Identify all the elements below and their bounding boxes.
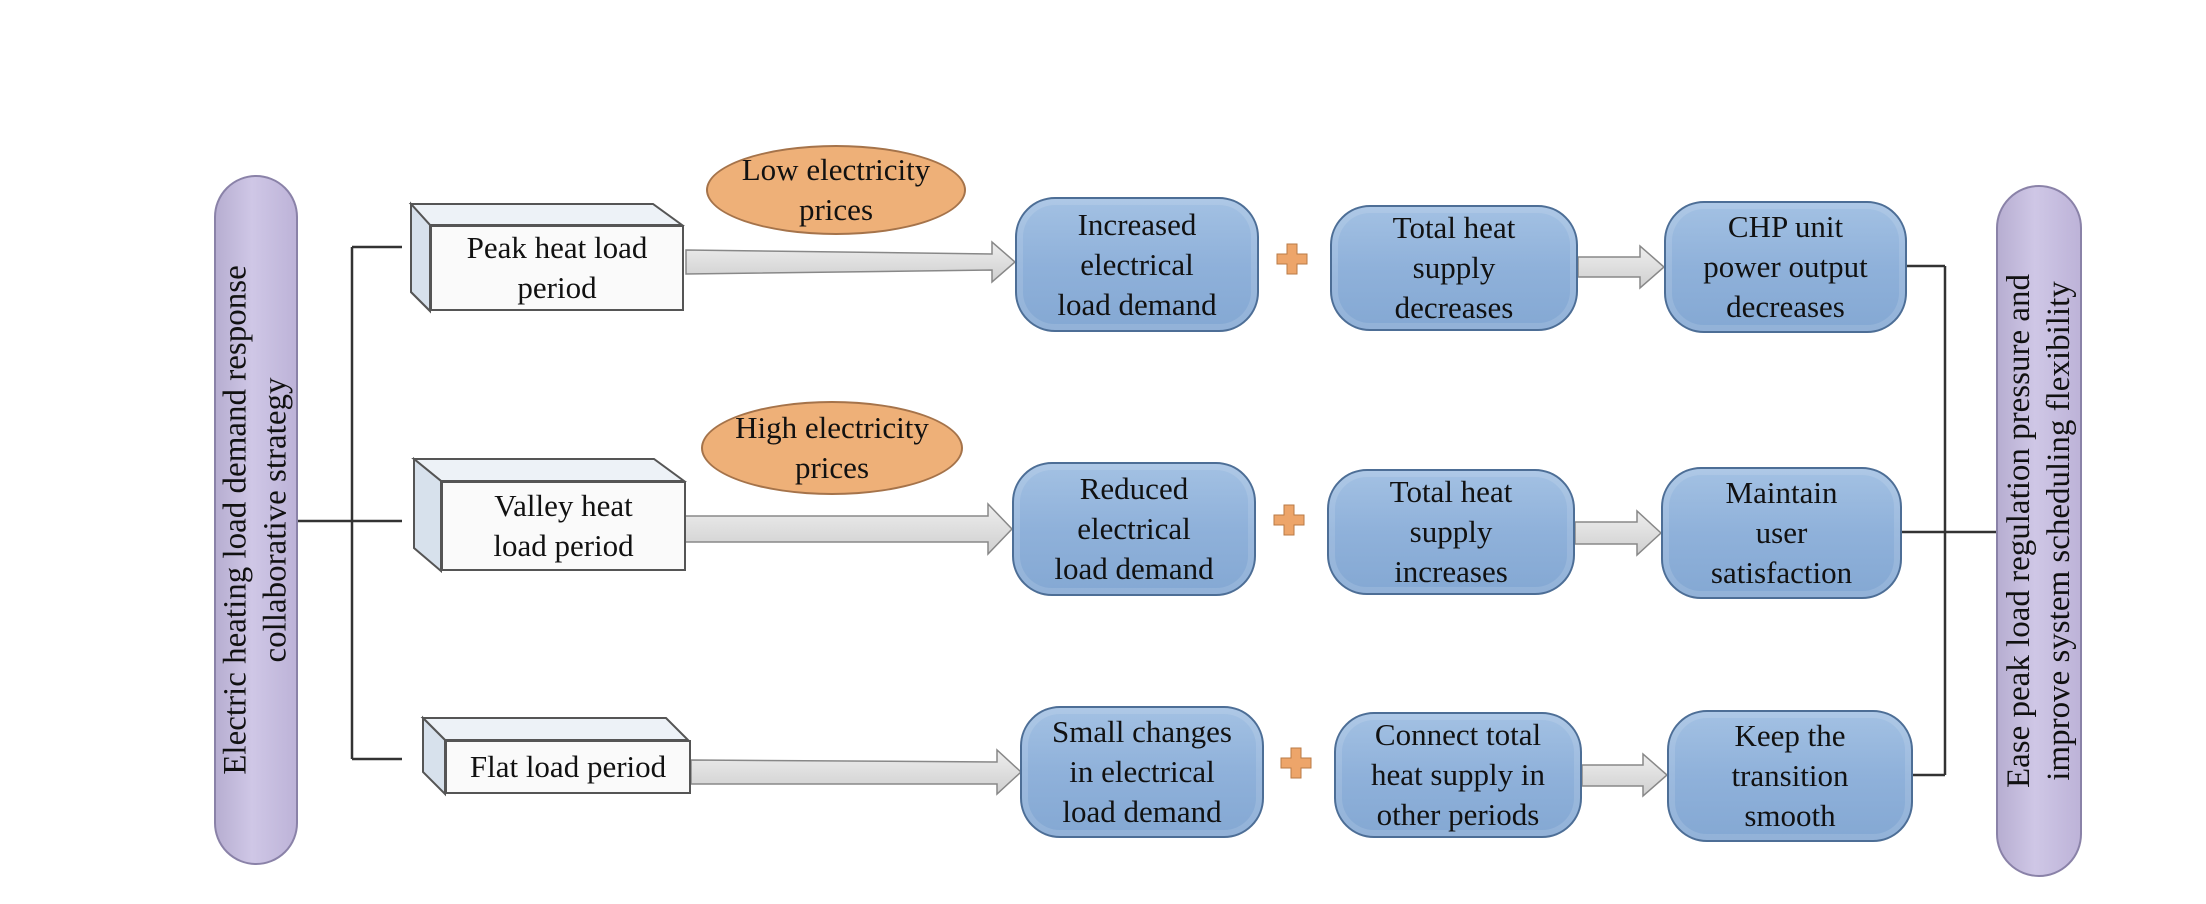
price-low-line-2: prices: [798, 192, 874, 227]
outcome-3-line-3: smooth: [1744, 798, 1836, 833]
demand-1-line-2: electrical: [1080, 246, 1194, 282]
supply-3-line-3: other periods: [1376, 797, 1540, 832]
demand-box-2: Reduced electrical load demand: [1012, 462, 1256, 596]
block-arrows: [684, 240, 1023, 796]
right-bracket: [1900, 264, 1996, 777]
outcome-1-line-2: power output: [1703, 249, 1868, 284]
supply-3-line-1: Connect total: [1374, 717, 1542, 752]
strategy-pill: Electric heating load demand response co…: [214, 175, 298, 865]
demand-box-3: Small changes in electrical load demand: [1020, 706, 1264, 838]
period-peak-line-1: Peak heat load: [466, 230, 648, 265]
goal-pill: Ease peak load regulation pressure and i…: [1996, 185, 2082, 877]
demand-3-line-2: in electrical: [1069, 754, 1215, 789]
period-peak-line-2: period: [517, 270, 597, 305]
demand-2-line-3: load demand: [1054, 551, 1214, 586]
left-bracket: [296, 245, 402, 761]
outcome-2-line-1: Maintain: [1725, 475, 1838, 510]
demand-2-line-1: Reduced: [1079, 471, 1189, 506]
small-arrow-3: [1581, 752, 1669, 798]
period-valley-line-1: Valley heat: [494, 488, 633, 523]
demand-3-line-1: Small changes: [1052, 714, 1232, 749]
outcome-1-line-1: CHP unit: [1727, 209, 1844, 244]
small-arrows: [1574, 244, 1669, 798]
price-ellipse-high: High electricity prices: [701, 401, 963, 495]
plus-icon: [1276, 243, 1308, 275]
plus-signs: [1273, 243, 1312, 779]
strategy-pill-label: Electric heating load demand response co…: [216, 265, 296, 774]
plus-icon: [1273, 504, 1305, 536]
strategy-line-2: collaborative strategy: [258, 377, 295, 663]
price-ellipse-low: Low electricity prices: [706, 145, 966, 235]
period-flat-line-1: Flat load period: [469, 749, 667, 784]
period-box-valley: Valley heat load period: [441, 481, 686, 571]
strategy-line-1: Electric heating load demand response: [218, 265, 255, 775]
period-box-peak: Peak heat load period: [430, 225, 684, 311]
supply-box-3: Connect total heat supply in other perio…: [1334, 712, 1582, 838]
price-high-line-2: prices: [794, 450, 870, 485]
supply-box-1: Total heat supply decreases: [1330, 205, 1578, 331]
demand-1-line-3: load demand: [1057, 286, 1217, 322]
demand-box-1: Increased electrical load demand: [1015, 197, 1259, 332]
price-low-line-1: Low electricity: [741, 152, 931, 187]
outcome-2-line-3: satisfaction: [1710, 555, 1853, 590]
box-3d-faces: [408, 201, 691, 797]
goal-line-2: improve system scheduling flexibility: [2041, 281, 2078, 781]
goal-line-1: Ease peak load regulation pressure and: [2001, 273, 2038, 789]
supply-box-2: Total heat supply increases: [1327, 469, 1575, 595]
block-arrow-valley: [684, 502, 1014, 556]
supply-2-line-1: Total heat: [1389, 474, 1513, 509]
period-valley-line-2: load period: [493, 528, 634, 563]
small-arrow-1: [1577, 244, 1666, 290]
demand-3-line-3: load demand: [1062, 794, 1222, 829]
price-high-line-1: High electricity: [735, 410, 929, 445]
block-arrow-flat: [690, 748, 1023, 796]
supply-1-line-3: decreases: [1394, 290, 1514, 325]
goal-pill-label: Ease peak load regulation pressure and i…: [1999, 274, 2079, 788]
outcome-1-line-3: decreases: [1726, 289, 1845, 324]
supply-2-line-2: supply: [1409, 514, 1493, 549]
small-arrow-2: [1574, 509, 1663, 557]
supply-1-line-2: supply: [1412, 250, 1496, 285]
supply-3-line-2: heat supply in: [1371, 757, 1545, 792]
outcome-3-line-1: Keep the: [1734, 718, 1846, 753]
outcome-2-line-2: user: [1755, 515, 1808, 550]
supply-2-line-3: increases: [1394, 554, 1508, 589]
outcome-box-1: CHP unit power output decreases: [1664, 201, 1907, 333]
supply-1-line-1: Total heat: [1392, 210, 1516, 245]
demand-2-line-2: electrical: [1077, 511, 1191, 546]
outcome-box-3: Keep the transition smooth: [1667, 710, 1913, 842]
period-box-flat: Flat load period: [445, 740, 691, 794]
block-arrow-peak: [685, 240, 1017, 284]
outcome-3-line-2: transition: [1731, 758, 1849, 793]
outcome-box-2: Maintain user satisfaction: [1661, 467, 1902, 599]
plus-icon: [1280, 747, 1312, 779]
demand-1-line-1: Increased: [1077, 206, 1197, 242]
